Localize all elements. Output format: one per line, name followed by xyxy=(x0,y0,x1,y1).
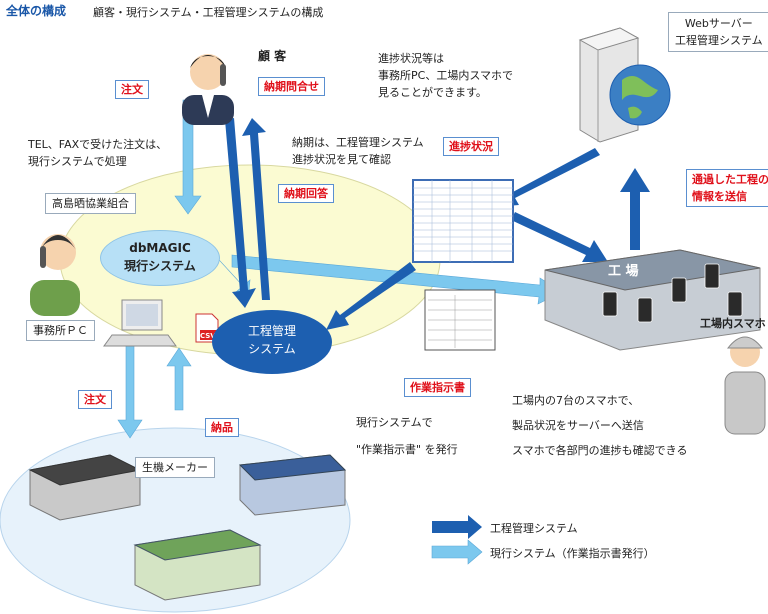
note-delivery-check: 納期は、工程管理システム進捗状況を見て確認 xyxy=(292,136,424,166)
customer-label: 顧 客 xyxy=(258,49,287,63)
work-order-document-image xyxy=(424,289,496,351)
office-pc-icon xyxy=(103,299,177,347)
tag-delivery-answer: 納期回答 xyxy=(278,184,334,203)
csv-label: CSV xyxy=(200,332,216,340)
page-title: 全体の構成 xyxy=(6,4,67,18)
tag-order-bottom: 注文 xyxy=(78,390,112,409)
legend-light-label: 現行システム（作業指示書発行） xyxy=(490,547,655,560)
manufacturer-buildings xyxy=(28,454,347,601)
web-server-label: Webサーバー工程管理システム xyxy=(668,12,768,52)
factory-worker xyxy=(724,336,766,435)
page-subtitle: 顧客・現行システム・工程管理システムの構成 xyxy=(93,6,324,19)
office-pc-label: 事務所ＰＣ xyxy=(26,320,95,341)
server-icon xyxy=(578,27,671,143)
tag-passed-process: 通過した工程の情報を送信 xyxy=(686,169,768,207)
note-order-handling: TEL、FAXで受けた注文は、現行システムで処理 xyxy=(28,138,168,168)
office-worker xyxy=(30,234,80,316)
legend-arrows xyxy=(431,515,483,565)
tag-delivery: 納品 xyxy=(205,418,239,437)
tag-progress: 進捗状況 xyxy=(443,137,499,156)
manufacturer-label: 生機メーカー xyxy=(135,457,215,478)
note-issue-order: 現行システムで"作業指示書" を発行 xyxy=(356,416,458,456)
dark-arrows xyxy=(225,118,650,330)
association-label: 高島晒協業組合 xyxy=(45,193,136,214)
tag-work-order: 作業指示書 xyxy=(404,378,471,397)
customer-person xyxy=(182,54,234,125)
factory-label: 工 場 xyxy=(608,264,639,279)
legend-dark-label: 工程管理システム xyxy=(490,522,578,535)
factory-building xyxy=(544,249,761,351)
process-system-node: 工程管理システム xyxy=(212,310,332,374)
factory-phones-label: 工場内スマホ xyxy=(700,317,766,330)
tag-delivery-inquiry: 納期問合せ xyxy=(258,77,325,96)
progress-table-image xyxy=(412,179,514,263)
note-phones: 工場内の7台のスマホで、製品状況をサーバーへ送信スマホで各部門の進捗も確認できる xyxy=(512,394,688,457)
tag-order-top: 注文 xyxy=(115,80,149,99)
note-office-view: 進捗状況等は事務所PC、工場内スマホで見ることができます。 xyxy=(378,52,513,99)
